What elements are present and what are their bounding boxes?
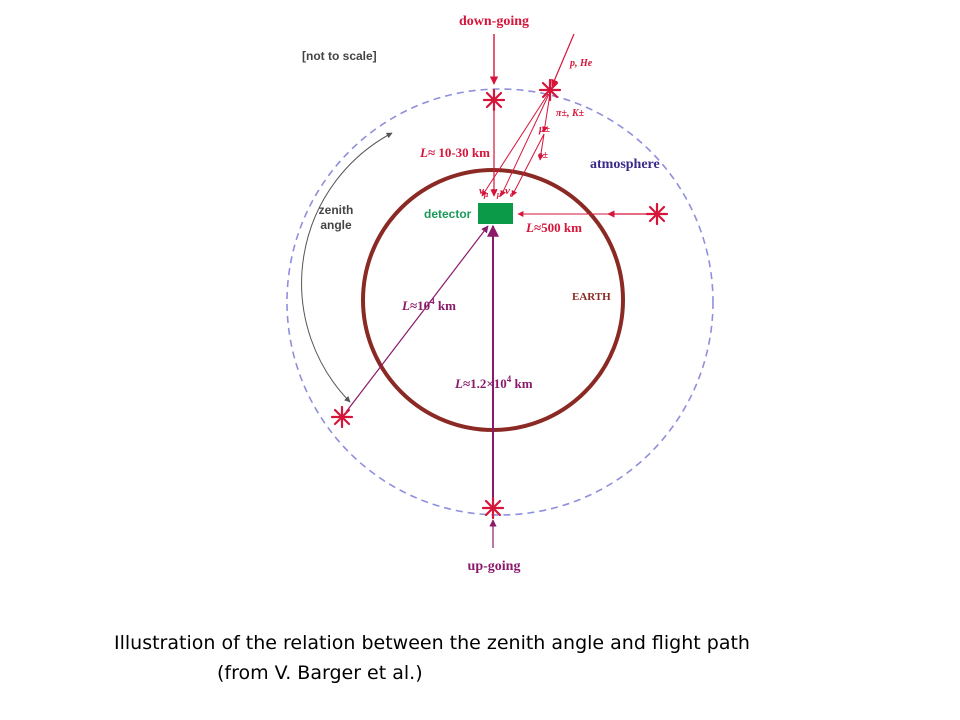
meson-neutrino-track-1 [481,93,549,197]
electron-track [537,133,545,161]
pion-kaon-label: π±, K± [556,108,585,119]
angle-label: angle [320,218,352,232]
length-10-30-km-label: L≈ 10-30 km [419,145,490,160]
interaction-star-bottom [481,496,505,520]
zenith-angle-arc [301,132,393,403]
length-500-km-label: L≈500 km [525,220,582,235]
muon-neutrino-track [511,133,545,197]
down-going-label: down-going [459,14,529,29]
earth-label: EARTH [572,291,611,303]
length-1-2e4-km-label: L≈1.2×104 km [454,374,533,391]
not-to-scale-label: [not to scale] [302,49,377,63]
interaction-star-right [645,202,669,226]
meson-neutrino-track-2 [500,93,550,197]
atmosphere-boundary [286,88,714,516]
detector-label: detector [424,207,472,221]
interaction-star-lower-left [330,405,354,429]
cosmic-ray-label: p, He [569,58,593,69]
nu-e-label: νe [505,185,514,199]
length-1e4-km-label: L≈104 km [401,296,456,313]
diagonal-neutrino-path [345,225,489,413]
atmosphere-label: atmosphere [590,157,660,172]
up-going-label: up-going [468,559,521,574]
cosmic-ray-track [551,33,575,87]
detector-box [478,203,513,224]
interaction-star-top [482,88,506,112]
muon-label: μ± [538,124,551,135]
caption-line-1: Illustration of the relation between the… [114,632,750,654]
interaction-star-cosmic [538,78,562,102]
electron-label: e± [538,150,548,161]
nu-mu-label: νμ [479,185,489,199]
zenith-label: zenith [319,203,354,217]
caption-line-2: (from V. Barger et al.) [217,662,423,684]
nu-mu-bar-label: νμ [492,185,502,199]
